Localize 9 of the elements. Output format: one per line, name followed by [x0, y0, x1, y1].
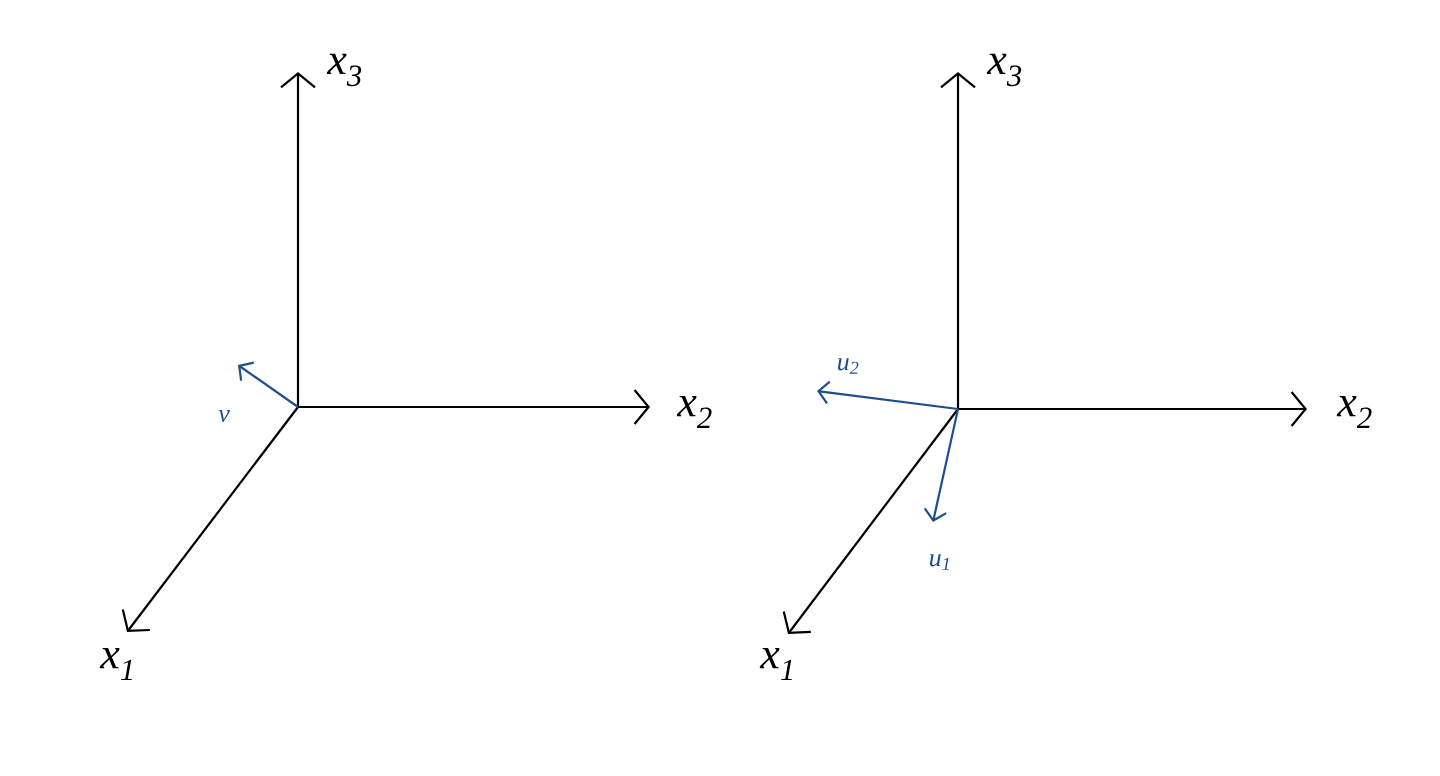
axis-label: x$_{1}$ — [759, 648, 792, 680]
axis-label: x$_{3}$ — [326, 53, 362, 87]
axis-label: x$_{3}$ — [986, 53, 1022, 87]
axis-label: x$_{2}$ — [1336, 396, 1372, 428]
vector-label: v — [218, 409, 230, 423]
vector-label: u$_{1}$ — [930, 554, 949, 570]
axis-label: x$_{1}$ — [99, 648, 132, 680]
vector-label: u$_{2}$ — [838, 358, 859, 374]
axis-label: x$_{2}$ — [676, 396, 712, 428]
